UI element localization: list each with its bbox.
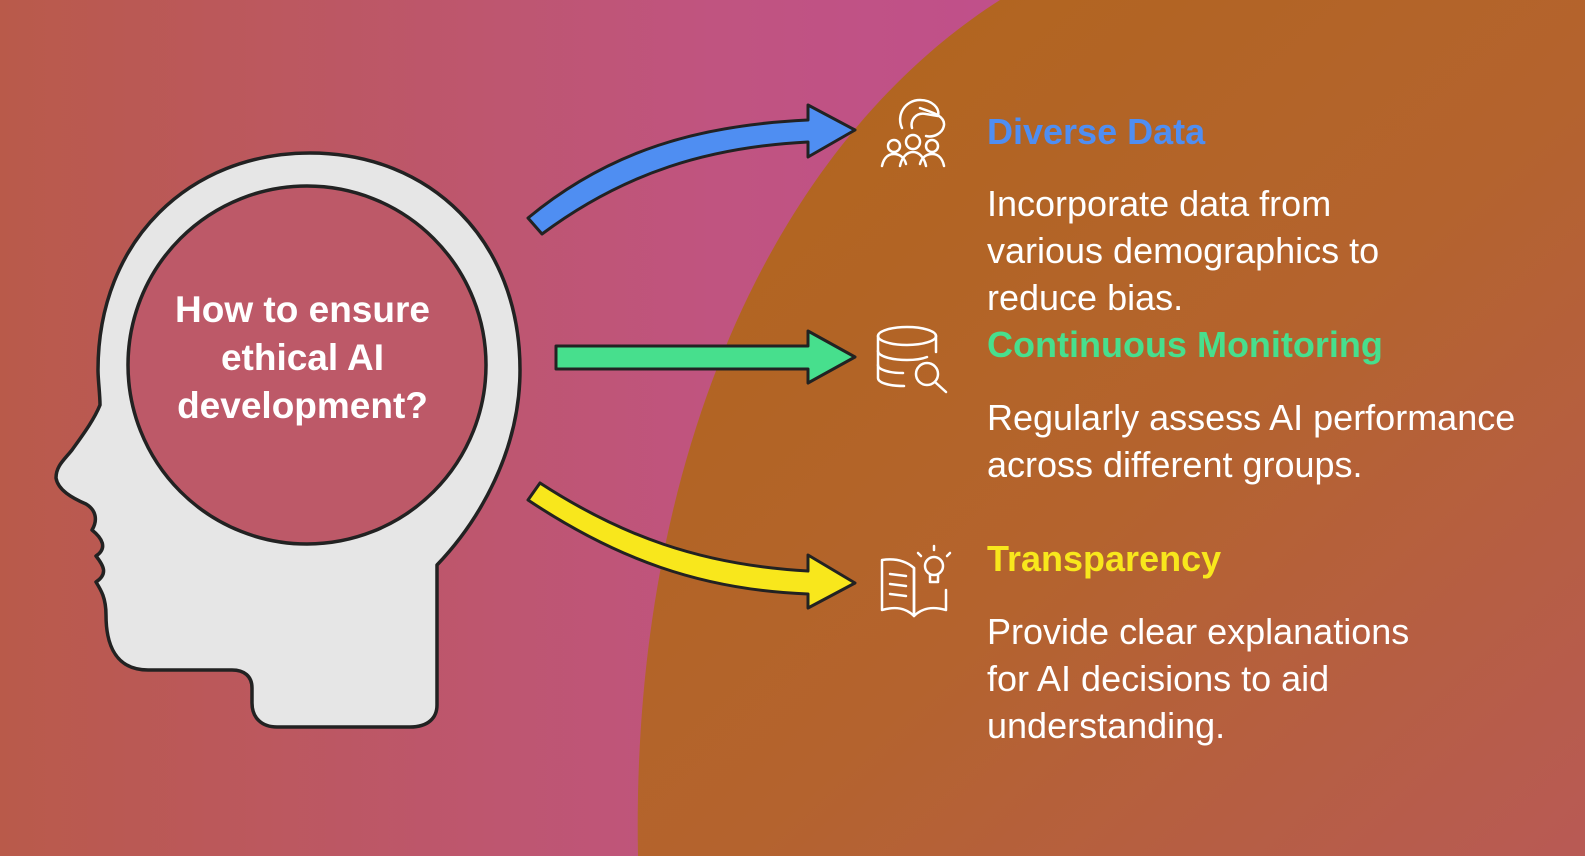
arrow-continuous-monitoring bbox=[554, 329, 857, 385]
head-inner-circle bbox=[126, 184, 488, 546]
transparency-title: Transparency bbox=[987, 538, 1222, 579]
arrow-transparency bbox=[526, 481, 857, 610]
central-question: How to ensure ethical AI development? bbox=[175, 289, 430, 426]
people-hand-icon bbox=[880, 98, 946, 168]
orange-blob bbox=[637, 0, 1585, 856]
database-search-icon bbox=[876, 325, 948, 394]
diverse-data-description: Incorporate data from various demographi… bbox=[987, 183, 1380, 318]
transparency-description: Provide clear explanations for AI decisi… bbox=[987, 611, 1410, 746]
book-lightbulb-icon bbox=[880, 544, 952, 618]
diverse-data-title: Diverse Data bbox=[987, 111, 1206, 152]
arrow-diverse-data bbox=[526, 103, 857, 236]
continuous-monitoring-title: Continuous Monitoring bbox=[987, 324, 1383, 365]
continuous-monitoring-description: Regularly assess AI performance across d… bbox=[987, 397, 1516, 485]
